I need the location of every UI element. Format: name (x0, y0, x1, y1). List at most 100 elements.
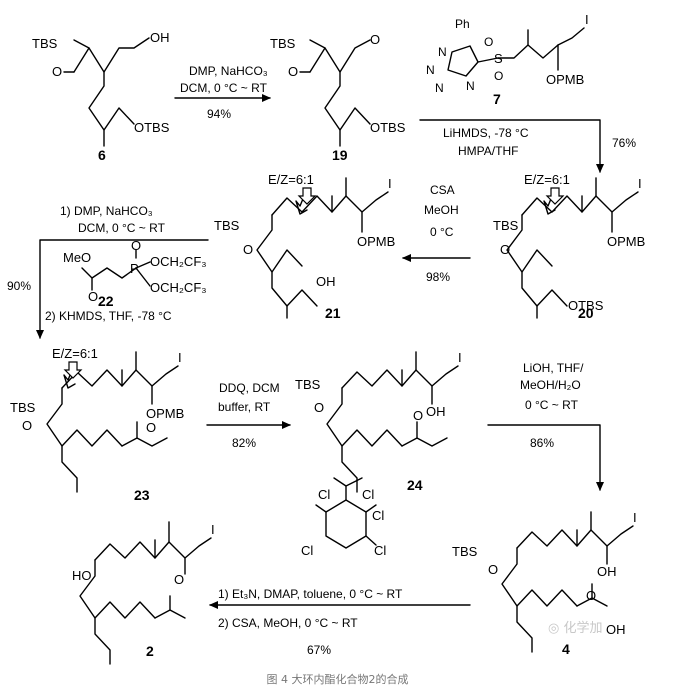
svg-text:23: 23 (134, 487, 150, 503)
watermark-icon: ◎ (548, 621, 564, 636)
svg-text:TBS: TBS (295, 377, 321, 392)
svg-text:N: N (438, 45, 447, 59)
svg-text:Ph: Ph (455, 17, 470, 31)
compound-2: HO I O 2 (72, 521, 215, 665)
svg-text:LiHMDS, -78 °C: LiHMDS, -78 °C (443, 126, 529, 140)
svg-text:0 °C: 0 °C (430, 225, 454, 239)
svg-text:DMP, NaHCO₃: DMP, NaHCO₃ (189, 64, 268, 78)
svg-text:1) Et₃N, DMAP, toluene, 0 °C ~: 1) Et₃N, DMAP, toluene, 0 °C ~ RT (218, 587, 403, 601)
svg-text:O: O (288, 64, 298, 79)
step-arrow-3: CSA MeOH 0 °C 98% (402, 183, 471, 284)
svg-text:O: O (52, 64, 62, 79)
svg-text:Cl: Cl (362, 487, 374, 502)
svg-text:OTBS: OTBS (568, 298, 604, 313)
svg-text:OH: OH (606, 622, 626, 637)
aldehyde-o-label: O (370, 32, 380, 47)
tbs-label: TBS (32, 36, 58, 51)
svg-text:TBS: TBS (493, 218, 519, 233)
svg-text:OTBS: OTBS (370, 120, 406, 135)
svg-text:OPMB: OPMB (546, 72, 584, 87)
svg-text:TBS: TBS (10, 400, 36, 415)
svg-text:CSA: CSA (430, 183, 455, 197)
svg-text:OPMB: OPMB (357, 234, 395, 249)
svg-text:LiOH, THF/: LiOH, THF/ (523, 361, 584, 375)
svg-text:86%: 86% (530, 436, 554, 450)
svg-text:MeO: MeO (63, 250, 91, 265)
svg-text:7: 7 (493, 91, 501, 107)
step-arrow-6: LiOH, THF/ MeOH/H₂O 0 °C ~ RT 86% (487, 361, 604, 491)
svg-text:O: O (484, 35, 493, 49)
svg-text:22: 22 (98, 293, 114, 309)
reagent-22: MeO O O P OCH₂CF₃ OCH₂CF₃ 22 (63, 238, 207, 309)
svg-text:S: S (494, 51, 503, 66)
svg-text:O: O (500, 242, 510, 257)
svg-text:67%: 67% (307, 643, 331, 657)
svg-text:82%: 82% (232, 436, 256, 450)
svg-text:90%: 90% (7, 279, 31, 293)
svg-text:N: N (426, 63, 435, 77)
svg-text:2: 2 (146, 643, 154, 659)
svg-text:I: I (178, 350, 182, 365)
svg-text:I: I (585, 12, 589, 27)
svg-text:E/Z=6:1: E/Z=6:1 (524, 172, 570, 187)
otbs-label: OTBS (134, 120, 170, 135)
svg-text:DCM, 0 °C ~ RT: DCM, 0 °C ~ RT (78, 221, 166, 235)
svg-text:P: P (130, 261, 139, 276)
trichlorobenzoyl-chloride: Cl Cl Cl Cl Cl (301, 477, 386, 558)
svg-text:N: N (435, 81, 444, 95)
svg-text:76%: 76% (612, 136, 636, 150)
step-arrow-5: DDQ, DCM buffer, RT 82% (206, 381, 291, 450)
svg-text:O: O (146, 420, 156, 435)
svg-text:TBS: TBS (270, 36, 296, 51)
svg-text:2) KHMDS, THF, -78 °C: 2) KHMDS, THF, -78 °C (45, 309, 172, 323)
svg-text:24: 24 (407, 477, 423, 493)
svg-text:94%: 94% (207, 107, 231, 121)
svg-text:I: I (388, 176, 392, 191)
svg-text:Cl: Cl (374, 543, 386, 558)
svg-text:E/Z=6:1: E/Z=6:1 (268, 172, 314, 187)
svg-text:TBS: TBS (214, 218, 240, 233)
svg-text:MeOH/H₂O: MeOH/H₂O (520, 378, 581, 392)
compound-7: Ph N N N N S O O I OPMB 7 (426, 12, 589, 107)
svg-text:OCH₂CF₃: OCH₂CF₃ (150, 280, 207, 295)
svg-text:O: O (174, 572, 184, 587)
svg-text:2) CSA, MeOH, 0 °C ~ RT: 2) CSA, MeOH, 0 °C ~ RT (218, 616, 358, 630)
compound-20: E/Z=6:1 TBS O I OPMB OTBS 20 (493, 172, 645, 321)
svg-text:O: O (131, 238, 141, 253)
svg-text:OPMB: OPMB (607, 234, 645, 249)
compound-number: 6 (98, 147, 106, 163)
svg-text:20: 20 (578, 305, 594, 321)
svg-text:1) DMP, NaHCO₃: 1) DMP, NaHCO₃ (60, 204, 153, 218)
svg-text:O: O (586, 588, 596, 603)
svg-text:OH: OH (426, 404, 446, 419)
svg-text:Cl: Cl (318, 487, 330, 502)
svg-text:O: O (494, 69, 503, 83)
svg-text:O: O (413, 408, 423, 423)
svg-text:OH: OH (316, 274, 336, 289)
svg-text:HO: HO (72, 568, 92, 583)
compound-4: TBS O I OH O OH 4 (452, 510, 637, 657)
svg-text:98%: 98% (426, 270, 450, 284)
svg-text:O: O (22, 418, 32, 433)
hydroxyl-label: OH (150, 30, 170, 45)
svg-text:DCM, 0 °C ~ RT: DCM, 0 °C ~ RT (180, 81, 268, 95)
svg-text:OPMB: OPMB (146, 406, 184, 421)
svg-text:Cl: Cl (301, 543, 313, 558)
svg-text:I: I (458, 350, 462, 365)
step-arrow-7: 1) Et₃N, DMAP, toluene, 0 °C ~ RT 2) CSA… (209, 587, 471, 657)
svg-text:TBS: TBS (452, 544, 478, 559)
svg-text:I: I (633, 510, 637, 525)
compound-23: E/Z=6:1 TBS O I OPMB O 23 (10, 346, 184, 503)
svg-text:Cl: Cl (372, 508, 384, 523)
compound-24: TBS O I OH O 24 (295, 350, 462, 493)
svg-text:19: 19 (332, 147, 348, 163)
svg-text:I: I (211, 522, 215, 537)
svg-text:N: N (466, 79, 475, 93)
svg-text:DDQ, DCM: DDQ, DCM (219, 381, 280, 395)
svg-text:MeOH: MeOH (424, 203, 459, 217)
svg-text:O: O (488, 562, 498, 577)
step-arrow-4: 1) DMP, NaHCO₃ DCM, 0 °C ~ RT 2) KHMDS, … (7, 204, 209, 339)
svg-text:0 °C ~ RT: 0 °C ~ RT (525, 398, 579, 412)
svg-text:21: 21 (325, 305, 341, 321)
step-arrow-1: DMP, NaHCO₃ DCM, 0 °C ~ RT 94% (174, 64, 271, 121)
